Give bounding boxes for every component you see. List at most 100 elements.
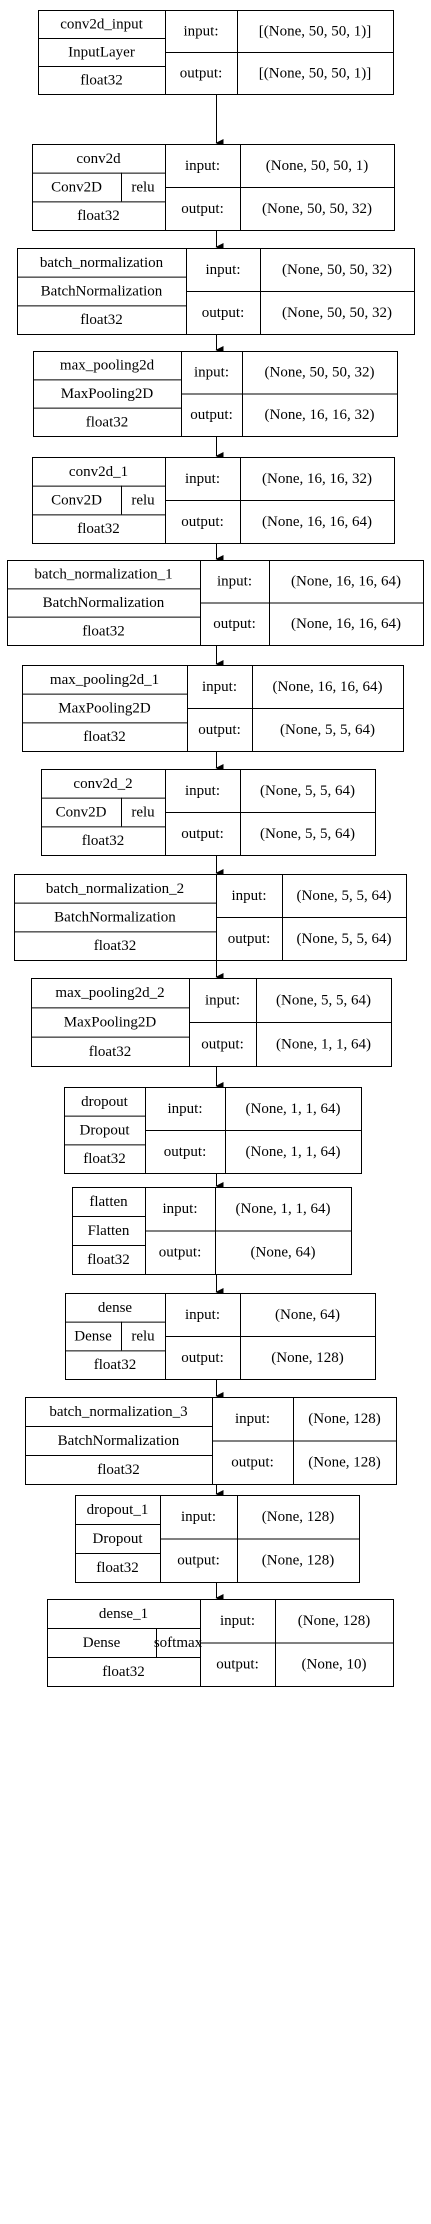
- input-label: input:: [194, 365, 229, 381]
- layer-dtype: float32: [97, 1462, 140, 1478]
- input-label: input:: [235, 1411, 270, 1427]
- layer-dtype: float32: [83, 729, 126, 745]
- layer-dtype: float32: [82, 833, 125, 849]
- layer-name: dropout_1: [87, 1502, 149, 1518]
- layer-node-max-pooling2d-2: max_pooling2d_2MaxPooling2Dfloat32input:…: [31, 978, 392, 1067]
- output-shape: (None, 10): [302, 1657, 367, 1673]
- output-shape: (None, 16, 16, 32): [265, 407, 375, 423]
- layer-class: InputLayer: [68, 44, 135, 60]
- layer-activation: relu: [131, 1328, 155, 1344]
- layer-name: max_pooling2d_2: [55, 985, 164, 1001]
- layer-name: batch_normalization_3: [49, 1404, 187, 1420]
- layer-node-flatten: flattenFlattenfloat32input:output:(None,…: [72, 1187, 352, 1275]
- input-label: input:: [185, 471, 220, 487]
- output-label: output:: [228, 931, 271, 947]
- output-label: output:: [201, 1036, 244, 1052]
- layer-class: BatchNormalization: [43, 595, 165, 611]
- layer-node-batch-normalization: batch_normalizationBatchNormalizationflo…: [17, 248, 415, 335]
- layer-name: conv2d_input: [60, 16, 143, 32]
- layer-dtype: float32: [89, 1044, 132, 1060]
- layer-class: Conv2D: [56, 804, 107, 820]
- output-shape: (None, 50, 50, 32): [262, 201, 372, 217]
- output-shape: (None, 128): [262, 1553, 334, 1569]
- input-shape: (None, 16, 16, 64): [291, 574, 401, 590]
- layer-class: MaxPooling2D: [64, 1014, 157, 1030]
- output-label: output:: [181, 514, 224, 530]
- input-shape: (None, 128): [262, 1509, 334, 1525]
- output-label: output:: [181, 201, 224, 217]
- output-shape: (None, 5, 5, 64): [260, 826, 355, 842]
- output-label: output:: [159, 1245, 202, 1261]
- output-label: output:: [181, 1350, 224, 1366]
- input-label: input:: [185, 1307, 220, 1323]
- layer-class: Conv2D: [51, 492, 102, 508]
- input-label: input:: [185, 783, 220, 799]
- output-shape: (None, 128): [308, 1455, 380, 1471]
- output-shape: (None, 16, 16, 64): [291, 616, 401, 632]
- input-shape: (None, 5, 5, 64): [260, 783, 355, 799]
- input-label: input:: [185, 158, 220, 174]
- layer-activation: relu: [131, 492, 155, 508]
- output-shape: (None, 1, 1, 64): [276, 1036, 371, 1052]
- output-label: output:: [180, 65, 223, 81]
- layer-dtype: float32: [80, 312, 123, 328]
- layer-node-dropout-1: dropout_1Dropoutfloat32input:output:(Non…: [75, 1495, 360, 1583]
- input-shape: (None, 1, 1, 64): [246, 1101, 341, 1117]
- input-label: input:: [220, 1613, 255, 1629]
- input-label: input:: [202, 679, 237, 695]
- layer-name: conv2d: [76, 151, 121, 167]
- layer-name: batch_normalization_1: [34, 567, 172, 583]
- layer-name: max_pooling2d: [60, 358, 155, 374]
- layer-class: BatchNormalization: [58, 1433, 180, 1449]
- output-shape: (None, 1, 1, 64): [246, 1144, 341, 1160]
- output-label: output:: [181, 826, 224, 842]
- input-shape: (None, 50, 50, 1): [266, 158, 368, 174]
- output-shape: (None, 5, 5, 64): [297, 931, 392, 947]
- layer-class: BatchNormalization: [41, 283, 163, 299]
- input-label: input:: [181, 1509, 216, 1525]
- input-shape: [(None, 50, 50, 1)]: [259, 23, 371, 39]
- output-label: output:: [216, 1657, 259, 1673]
- layer-class: Conv2D: [51, 179, 102, 195]
- input-shape: (None, 50, 50, 32): [265, 365, 375, 381]
- layer-name: dense_1: [99, 1606, 148, 1622]
- layer-name: conv2d_2: [73, 776, 132, 792]
- layer-class: Dropout: [80, 1122, 131, 1138]
- output-label: output:: [177, 1553, 220, 1569]
- layer-dtype: float32: [82, 623, 125, 639]
- input-label: input:: [162, 1201, 197, 1217]
- output-label: output:: [190, 407, 233, 423]
- layer-dtype: float32: [87, 1252, 130, 1268]
- input-label: input:: [217, 574, 252, 590]
- output-label: output:: [198, 722, 241, 738]
- input-shape: (None, 128): [298, 1613, 370, 1629]
- layer-name: flatten: [89, 1194, 128, 1210]
- output-shape: (None, 50, 50, 32): [282, 305, 392, 321]
- output-shape: (None, 128): [271, 1350, 343, 1366]
- output-shape: (None, 64): [251, 1245, 316, 1261]
- layer-name: max_pooling2d_1: [50, 672, 159, 688]
- input-label: input:: [183, 23, 218, 39]
- input-shape: (None, 16, 16, 64): [273, 679, 383, 695]
- layer-activation: relu: [131, 804, 155, 820]
- layer-dtype: float32: [96, 1560, 139, 1576]
- layer-node-batch-normalization-2: batch_normalization_2BatchNormalizationf…: [14, 874, 407, 961]
- output-label: output:: [164, 1144, 207, 1160]
- input-shape: (None, 5, 5, 64): [297, 888, 392, 904]
- layer-name: dropout: [81, 1094, 128, 1110]
- layer-activation: relu: [131, 179, 155, 195]
- layer-class: BatchNormalization: [54, 909, 176, 925]
- input-label: input:: [231, 888, 266, 904]
- layer-dtype: float32: [102, 1664, 145, 1680]
- output-shape: (None, 16, 16, 64): [262, 514, 372, 530]
- layer-class: MaxPooling2D: [61, 386, 154, 402]
- output-label: output:: [213, 616, 256, 632]
- layer-dtype: float32: [94, 938, 137, 954]
- layer-dtype: float32: [94, 1357, 137, 1373]
